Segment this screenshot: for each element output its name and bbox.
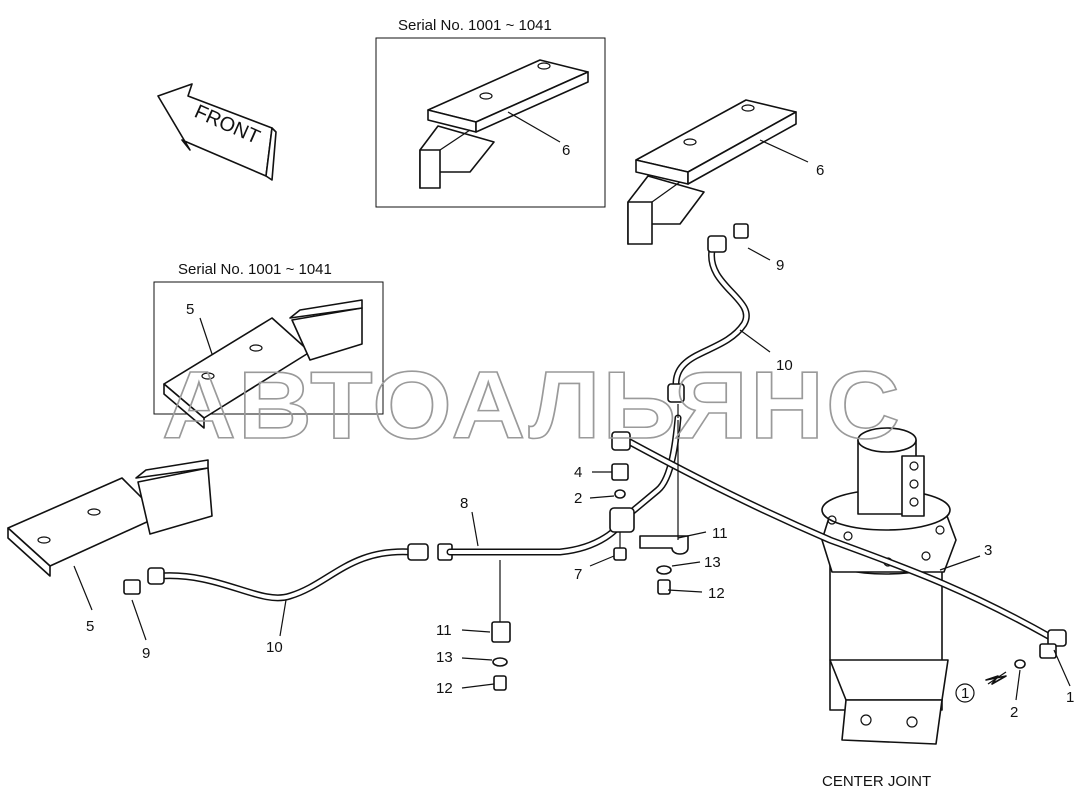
fittings: 1 xyxy=(123,420,1007,703)
callout-10-upper: 10 xyxy=(776,357,793,374)
serial-label-left: Serial No. 1001 ~ 1041 xyxy=(178,261,332,278)
callout-9-left: 9 xyxy=(142,645,150,662)
plate-part-5-boxed xyxy=(163,299,363,429)
callout-6: 6 xyxy=(816,162,824,179)
center-joint-label: CENTER JOINT xyxy=(822,773,931,790)
view-mark: 1 xyxy=(961,685,969,702)
pipe-8 xyxy=(446,414,682,628)
callout-2-right: 2 xyxy=(1010,704,1018,721)
serial-label-top: Serial No. 1001 ~ 1041 xyxy=(398,17,552,34)
center-joint: CENTER JOINT xyxy=(821,427,957,790)
callout-7: 7 xyxy=(574,566,582,583)
leader-lines xyxy=(131,247,1071,701)
front-arrow: FRONT xyxy=(157,83,277,181)
callout-8: 8 xyxy=(460,495,468,512)
callout-10-left: 10 xyxy=(266,639,283,656)
callout-13-right: 13 xyxy=(704,554,721,571)
hose-10-upper xyxy=(667,223,750,418)
callout-13-left: 13 xyxy=(436,649,453,666)
bracket-part-6 xyxy=(627,99,809,245)
callout-5-boxed: 5 xyxy=(186,301,194,318)
callout-1: 1 xyxy=(1066,689,1074,706)
callout-5: 5 xyxy=(86,618,94,635)
callout-6-boxed: 6 xyxy=(562,142,570,159)
callouts: 6 6 9 9 5 5 10 10 8 4 2 7 11 13 12 11 13… xyxy=(86,142,1074,721)
plate-part-5 xyxy=(7,459,213,611)
hose-10-left xyxy=(147,543,453,602)
bracket-part-6-boxed xyxy=(419,59,589,189)
serial-box-left: Serial No. 1001 ~ 1041 xyxy=(153,261,384,429)
hose-3 xyxy=(611,431,1067,669)
callout-3: 3 xyxy=(984,542,992,559)
callout-12-right: 12 xyxy=(708,585,725,602)
watermark: АВТОАЛЬЯНС xyxy=(162,352,902,459)
callout-9-upper: 9 xyxy=(776,257,784,274)
callout-12-left: 12 xyxy=(436,680,453,697)
callout-4: 4 xyxy=(574,464,582,481)
serial-box-top: Serial No. 1001 ~ 1041 xyxy=(375,17,606,208)
callout-2: 2 xyxy=(574,490,582,507)
callout-11-right: 11 xyxy=(712,525,728,542)
callout-11-left: 11 xyxy=(436,622,452,639)
